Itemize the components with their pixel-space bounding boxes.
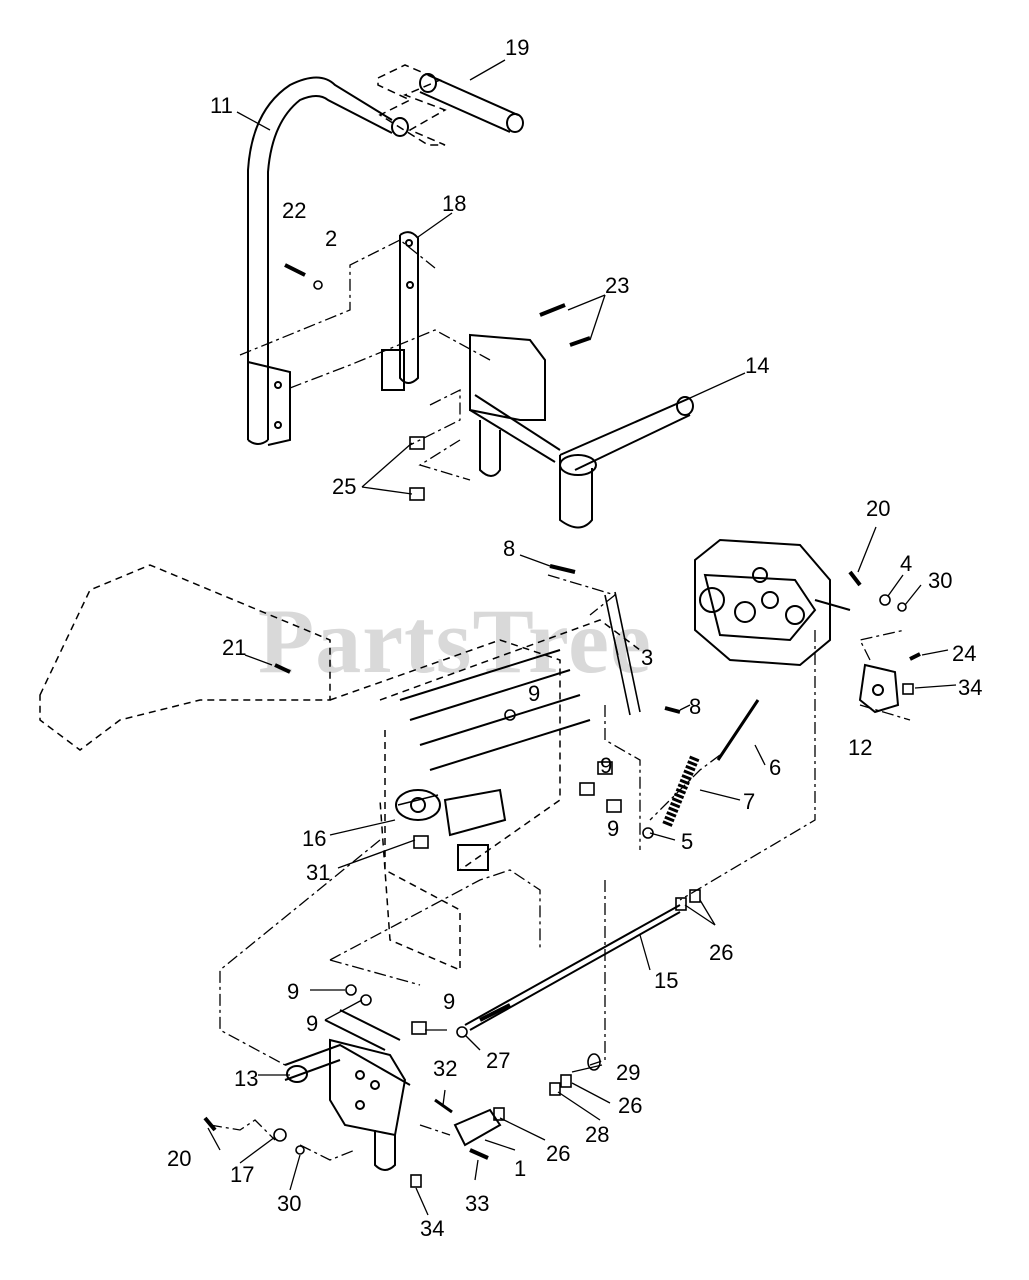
hardware-fasteners <box>203 263 921 1188</box>
frame-details <box>395 649 591 871</box>
hydro-pump-assembly <box>694 538 851 667</box>
assembly-leader-lines <box>209 239 911 1161</box>
callout-9-b: 9 <box>443 989 456 1014</box>
callout-14: 14 <box>745 353 770 378</box>
callout-20-lower: 20 <box>167 1146 192 1171</box>
callout-32: 32 <box>433 1056 458 1081</box>
callout-30-lower: 30 <box>277 1191 302 1216</box>
callout-21: 21 <box>222 635 247 660</box>
handle-bar-part-11 <box>247 76 409 446</box>
callout-4: 4 <box>900 551 913 576</box>
callout-31: 31 <box>306 860 331 885</box>
callout-2: 2 <box>325 226 338 251</box>
callout-29: 29 <box>616 1060 641 1085</box>
callout-1: 1 <box>514 1156 527 1181</box>
callout-25: 25 <box>332 474 357 499</box>
callout-33: 33 <box>465 1191 490 1216</box>
callout-22: 22 <box>282 198 307 223</box>
callout-9-spring: 9 <box>600 753 613 778</box>
callout-8-lower: 8 <box>689 694 702 719</box>
callout-3: 3 <box>641 645 654 670</box>
callout-15: 15 <box>654 968 679 993</box>
callout-28: 28 <box>585 1122 610 1147</box>
callout-26-mid: 26 <box>618 1093 643 1118</box>
callout-34-lower: 34 <box>420 1216 445 1241</box>
callout-9-c: 9 <box>306 1011 319 1036</box>
callout-26-lower: 26 <box>546 1141 571 1166</box>
callout-12: 12 <box>848 735 873 760</box>
callout-27: 27 <box>486 1048 511 1073</box>
callout-19: 19 <box>505 35 530 60</box>
callout-16: 16 <box>302 826 327 851</box>
callout-5: 5 <box>681 829 694 854</box>
callout-30-upper: 30 <box>928 568 953 593</box>
callout-13: 13 <box>234 1066 259 1091</box>
bracket-part-18 <box>381 231 419 391</box>
callout-24: 24 <box>952 641 977 666</box>
callout-34-upper: 34 <box>958 675 983 700</box>
callout-9-lower: 9 <box>607 816 620 841</box>
callout-23: 23 <box>605 273 630 298</box>
callout-8-upper: 8 <box>503 536 516 561</box>
callout-9-a: 9 <box>287 979 300 1004</box>
frame-outline <box>39 564 641 972</box>
callout-6: 6 <box>769 755 782 780</box>
callout-20-upper: 20 <box>866 496 891 521</box>
callout-9-frame: 9 <box>528 681 541 706</box>
callout-7: 7 <box>743 789 756 814</box>
lower-bracket-assembly <box>284 1009 502 1171</box>
callout-18: 18 <box>442 191 467 216</box>
plate-part-12 <box>858 663 900 714</box>
callout-leaders <box>207 59 957 1216</box>
callout-26-upper: 26 <box>709 940 734 965</box>
grip-part-19 <box>377 64 524 146</box>
callout-11: 11 <box>210 93 233 118</box>
shaft-part-14 <box>469 333 694 529</box>
rod-part-15 <box>464 904 681 1031</box>
callout-17: 17 <box>230 1162 255 1187</box>
